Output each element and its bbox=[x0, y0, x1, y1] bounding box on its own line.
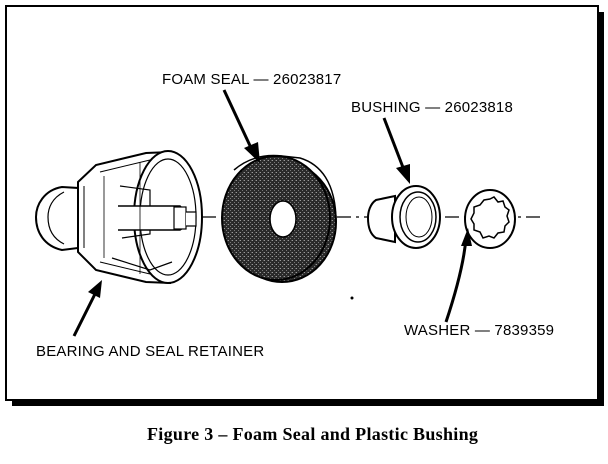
figure-caption: Figure 3 – Foam Seal and Plastic Bushing bbox=[147, 424, 479, 444]
washer-label: WASHER — 7839359 bbox=[404, 322, 555, 339]
foam-seal bbox=[221, 154, 337, 283]
bushing bbox=[366, 185, 441, 249]
speck bbox=[350, 296, 354, 300]
foam-seal-label: FOAM SEAL — 26023817 bbox=[162, 71, 342, 88]
pointer-arrows bbox=[72, 89, 472, 337]
bearing-seal-retainer bbox=[34, 150, 203, 285]
washer bbox=[464, 189, 516, 249]
bushing-label: BUSHING — 26023818 bbox=[351, 99, 514, 116]
retainer-label: BEARING AND SEAL RETAINER bbox=[36, 343, 265, 360]
